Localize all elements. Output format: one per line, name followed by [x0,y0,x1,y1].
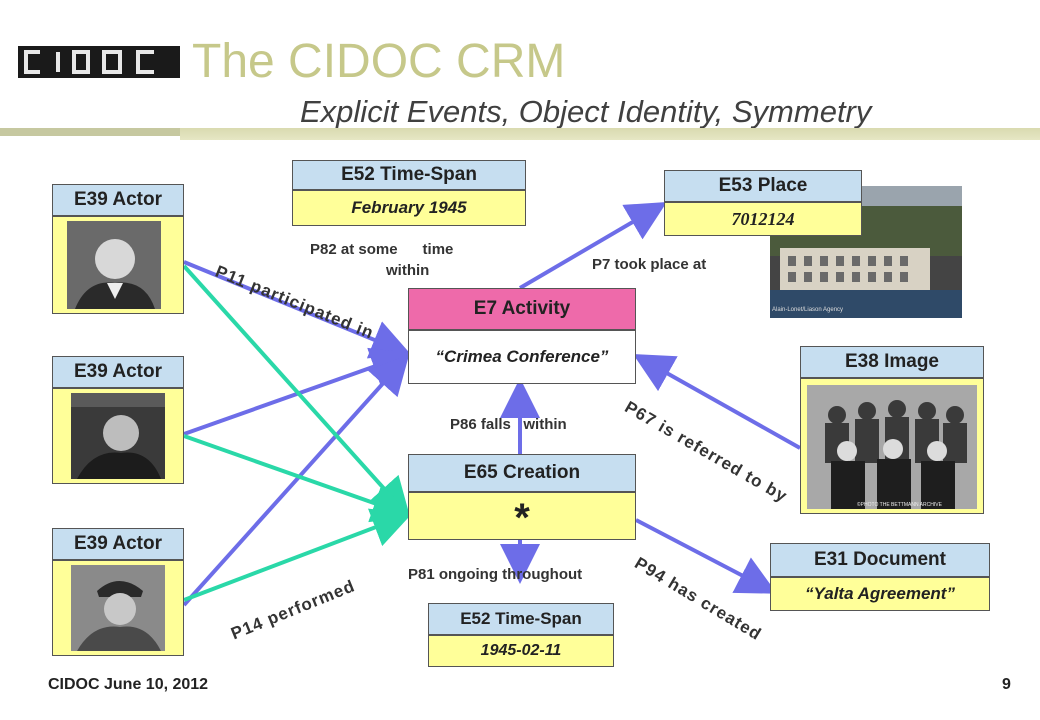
label-p82-line1: P82 at some time [310,241,454,258]
arrow-p14-actor3 [183,508,413,602]
actor1-body [52,216,184,314]
document-header: E31 Document [770,543,990,577]
label-p82-line2: within [386,262,430,279]
place-value: 7012124 [664,202,862,236]
place-header: E53 Place [664,170,862,202]
cidoc-logo [18,46,180,78]
arrow-p67 [633,354,801,450]
actor3-header: E39 Actor [52,528,184,560]
image-photo: ©PHOTO THE BETTMANN ARCHIVE [807,385,977,509]
arrow-p14-actor2 [183,434,413,523]
arrow-p7 [518,201,667,290]
place-photo-credit: Alain-Lonet/Liason Agency [772,307,844,313]
timespan-top-value: February 1945 [292,190,526,226]
title-underline-left [0,128,180,136]
slide-title: The CIDOC CRM [192,35,566,88]
actor3-portrait [71,565,165,651]
title-underline-right [180,128,1040,140]
image-photo-credit: ©PHOTO THE BETTMANN ARCHIVE [857,502,942,508]
footer-text: CIDOC June 10, 2012 [48,676,209,693]
timespan-bottom-value: 1945-02-11 [428,635,614,667]
timespan-bottom-header: E52 Time-Span [428,603,614,635]
place-photo: Alain-Lonet/Liason Agency [770,186,962,318]
actor2-portrait [71,393,165,479]
label-p86: P86 falls within [450,416,567,433]
actor3-body [52,560,184,656]
page-number: 9 [1002,676,1011,693]
timespan-top-header: E52 Time-Span [292,160,526,190]
actor1-portrait [67,221,161,309]
creation-header: E65 Creation [408,454,636,492]
arrow-p11-actor2 [183,347,412,436]
actor1-header: E39 Actor [52,184,184,216]
actor2-body [52,388,184,484]
arrow-p94 [635,518,778,594]
arrow-p11-actor3 [182,354,410,607]
image-body: ©PHOTO THE BETTMANN ARCHIVE [800,378,984,514]
activity-value: “Crimea Conference” [408,330,636,384]
label-p81: P81 ongoing throughout [408,566,583,583]
arrow-p14-actor1 [182,264,411,518]
arrow-p11-actor1 [183,260,412,359]
image-header: E38 Image [800,346,984,378]
slide-subtitle: Explicit Events, Object Identity, Symmet… [300,94,872,129]
creation-value: * [408,492,636,540]
document-value: “Yalta Agreement” [770,577,990,611]
label-p7: P7 took place at [592,256,707,273]
activity-header: E7 Activity [408,288,636,330]
actor2-header: E39 Actor [52,356,184,388]
